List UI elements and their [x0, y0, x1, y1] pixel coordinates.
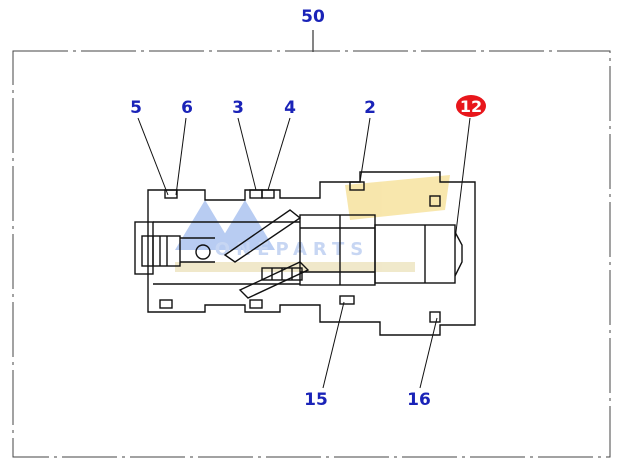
leader-lines	[137, 117, 471, 389]
watermark-text: ONEPARTS	[215, 239, 369, 260]
assembly-border	[12, 50, 611, 458]
callout-12-label: 12	[460, 97, 482, 116]
callout-3[interactable]: 3	[232, 98, 244, 118]
highlight-badge	[456, 95, 486, 117]
watermark-logo: ONEPARTS	[175, 175, 450, 272]
callout-5[interactable]: 5	[130, 98, 142, 118]
callout-4[interactable]: 4	[284, 98, 296, 118]
callout-15[interactable]: 15	[304, 390, 328, 410]
assembly-label-50[interactable]: 50	[301, 7, 325, 27]
callout-6[interactable]: 6	[181, 98, 193, 118]
callout-16[interactable]: 16	[407, 390, 431, 410]
valve-body	[134, 171, 476, 336]
callout-12-highlighted[interactable]: 12	[456, 95, 486, 117]
callout-2[interactable]: 2	[364, 98, 376, 118]
